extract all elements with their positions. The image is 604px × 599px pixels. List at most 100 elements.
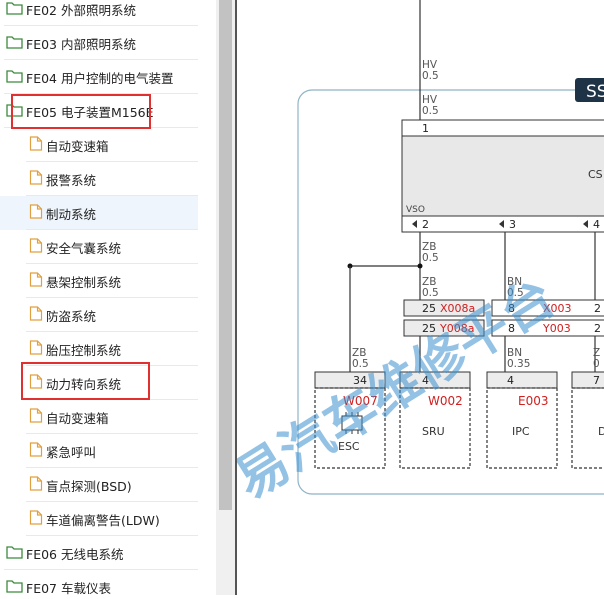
- sidebar-item-label: 动力转向系统: [46, 376, 122, 392]
- component-esc: [314, 387, 386, 469]
- sidebar-item-2[interactable]: FE04 用户控制的电气装置: [0, 60, 198, 94]
- sidebar-item-15[interactable]: 车道偏离警告(LDW): [0, 502, 198, 536]
- wire-label-zb-color-3: ZB: [352, 347, 366, 359]
- wire-label-bn-color-1: BN: [507, 276, 522, 288]
- sidebar-item-label: 报警系统: [46, 172, 97, 188]
- wire-label-zb-size-1: 0.5: [422, 252, 439, 264]
- sidebar-item-7[interactable]: 安全气囊系统: [0, 230, 198, 264]
- folder-icon: [6, 34, 23, 53]
- scrollbar[interactable]: [216, 0, 235, 595]
- sidebar-item-17[interactable]: FE07 车载仪表: [0, 570, 198, 595]
- sidebar-item-12[interactable]: 自动变速箱: [0, 400, 198, 434]
- module-outline: [297, 89, 604, 495]
- row-separator: [4, 93, 198, 94]
- wire-label-zb-color-2: ZB: [422, 276, 436, 288]
- wire-label-hv-size-1: 0.5: [422, 70, 439, 82]
- sidebar-item-label: 车道偏离警告(LDW): [46, 512, 160, 528]
- connector-code-2: Y008a: [439, 322, 474, 335]
- module-code: CS: [588, 168, 603, 181]
- sidebar-item-label: 盲点探测(BSD): [46, 478, 132, 494]
- wiring-diagram: SS HV 0.5 HV 0.5 1 CS VSO 2 3 4 ZB 0.5 Z…: [225, 0, 604, 595]
- connector-y008a: [403, 319, 485, 337]
- row-separator: [26, 161, 198, 162]
- file-icon: [29, 373, 43, 393]
- wiring-diagram-svg: SS HV 0.5 HV 0.5 1 CS VSO 2 3 4 ZB 0.5 Z…: [225, 0, 604, 511]
- connector-pin-5: 2: [594, 302, 601, 315]
- wire-label-z-size: 0: [593, 358, 600, 370]
- sidebar-item-label: 制动系统: [46, 206, 97, 222]
- sidebar-item-6[interactable]: 制动系统: [0, 196, 198, 230]
- sidebar-item-label: FE04 用户控制的电气装置: [26, 70, 174, 86]
- file-icon: [29, 135, 43, 155]
- sidebar-item-8[interactable]: 悬架控制系统: [0, 264, 198, 298]
- row-separator: [4, 25, 198, 26]
- file-icon: [29, 339, 43, 359]
- module-body: [401, 135, 604, 217]
- wire-label-zb-color-1: ZB: [422, 241, 436, 253]
- connector-code-4: Y003: [542, 322, 571, 335]
- folder-icon: [6, 578, 23, 596]
- sidebar-item-0[interactable]: FE02 外部照明系统: [0, 0, 198, 26]
- pin-3: 3: [509, 218, 516, 231]
- file-icon: [29, 271, 43, 291]
- sidebar-item-5[interactable]: 报警系统: [0, 162, 198, 196]
- sidebar-item-14[interactable]: 盲点探测(BSD): [0, 468, 198, 502]
- sidebar-item-label: FE06 无线电系统: [26, 546, 124, 562]
- row-separator: [26, 229, 198, 230]
- sidebar-item-10[interactable]: 胎压控制系统: [0, 332, 198, 366]
- component-pin-sru: 4: [422, 374, 429, 387]
- folder-icon: [6, 0, 23, 19]
- row-separator: [26, 467, 198, 468]
- component-name-ipc: IPC: [512, 425, 530, 438]
- wire-label-hv-size-2: 0.5: [422, 105, 439, 117]
- row-separator: [26, 501, 198, 502]
- sidebar-item-label: 胎压控制系统: [46, 342, 122, 358]
- sidebar-item-label: 自动变速箱: [46, 138, 109, 154]
- scrollbar-thumb[interactable]: [219, 0, 232, 510]
- connector-x003: [491, 299, 604, 317]
- wire-label-bn-size-1: 0.5: [507, 287, 524, 299]
- junction-dot-right: [417, 263, 423, 269]
- row-separator: [26, 195, 198, 196]
- sidebar-item-16[interactable]: FE06 无线电系统: [0, 536, 198, 570]
- pane-divider[interactable]: [235, 0, 237, 595]
- row-separator: [26, 263, 198, 264]
- sidebar-item-label: 防盗系统: [46, 308, 97, 324]
- connector-pin-4: 8: [508, 322, 515, 335]
- sidebar-item-label: 紧急呼叫: [46, 444, 97, 460]
- module-tag: [575, 78, 604, 102]
- wire-label-zb-size-3: 0.5: [352, 358, 369, 370]
- chip-icon: [341, 412, 363, 434]
- sidebar-item-label: 安全气囊系统: [46, 240, 122, 256]
- sidebar-item-4[interactable]: 自动变速箱: [0, 128, 198, 162]
- pin-bar-top: [401, 119, 604, 137]
- sidebar-item-label: FE07 车载仪表: [26, 580, 111, 596]
- sidebar-item-13[interactable]: 紧急呼叫: [0, 434, 198, 468]
- highlight-box-fe05: [11, 94, 151, 129]
- sidebar-item-label: 自动变速箱: [46, 410, 109, 426]
- wire-label-bn-color-2: BN: [507, 347, 522, 359]
- sidebar-item-1[interactable]: FE03 内部照明系统: [0, 26, 198, 60]
- sidebar-item-label: FE05 电子装置M156E: [26, 104, 154, 120]
- file-icon: [29, 203, 43, 223]
- pin-arrows: [412, 220, 588, 228]
- wire-label-hv-color-1: HV: [422, 59, 438, 71]
- module-tag-label: SS: [586, 82, 604, 102]
- wire-label-hv-color-2: HV: [422, 94, 438, 106]
- component-pin-d: 7: [593, 374, 600, 387]
- file-icon: [29, 169, 43, 189]
- file-icon: [29, 441, 43, 461]
- row-separator: [26, 297, 198, 298]
- row-separator: [26, 535, 198, 536]
- sidebar-item-9[interactable]: 防盗系统: [0, 298, 198, 332]
- connector-pin-1: 25: [422, 302, 436, 315]
- component-sru: [399, 387, 471, 469]
- connector-pin-2: 25: [422, 322, 436, 335]
- component-code-esc: W007: [343, 394, 378, 408]
- sidebar-item-label: 悬架控制系统: [46, 274, 122, 290]
- component-code-ipc: E003: [518, 394, 549, 408]
- file-icon: [29, 407, 43, 427]
- row-separator: [26, 433, 198, 434]
- pin-vso: VSO: [406, 205, 425, 215]
